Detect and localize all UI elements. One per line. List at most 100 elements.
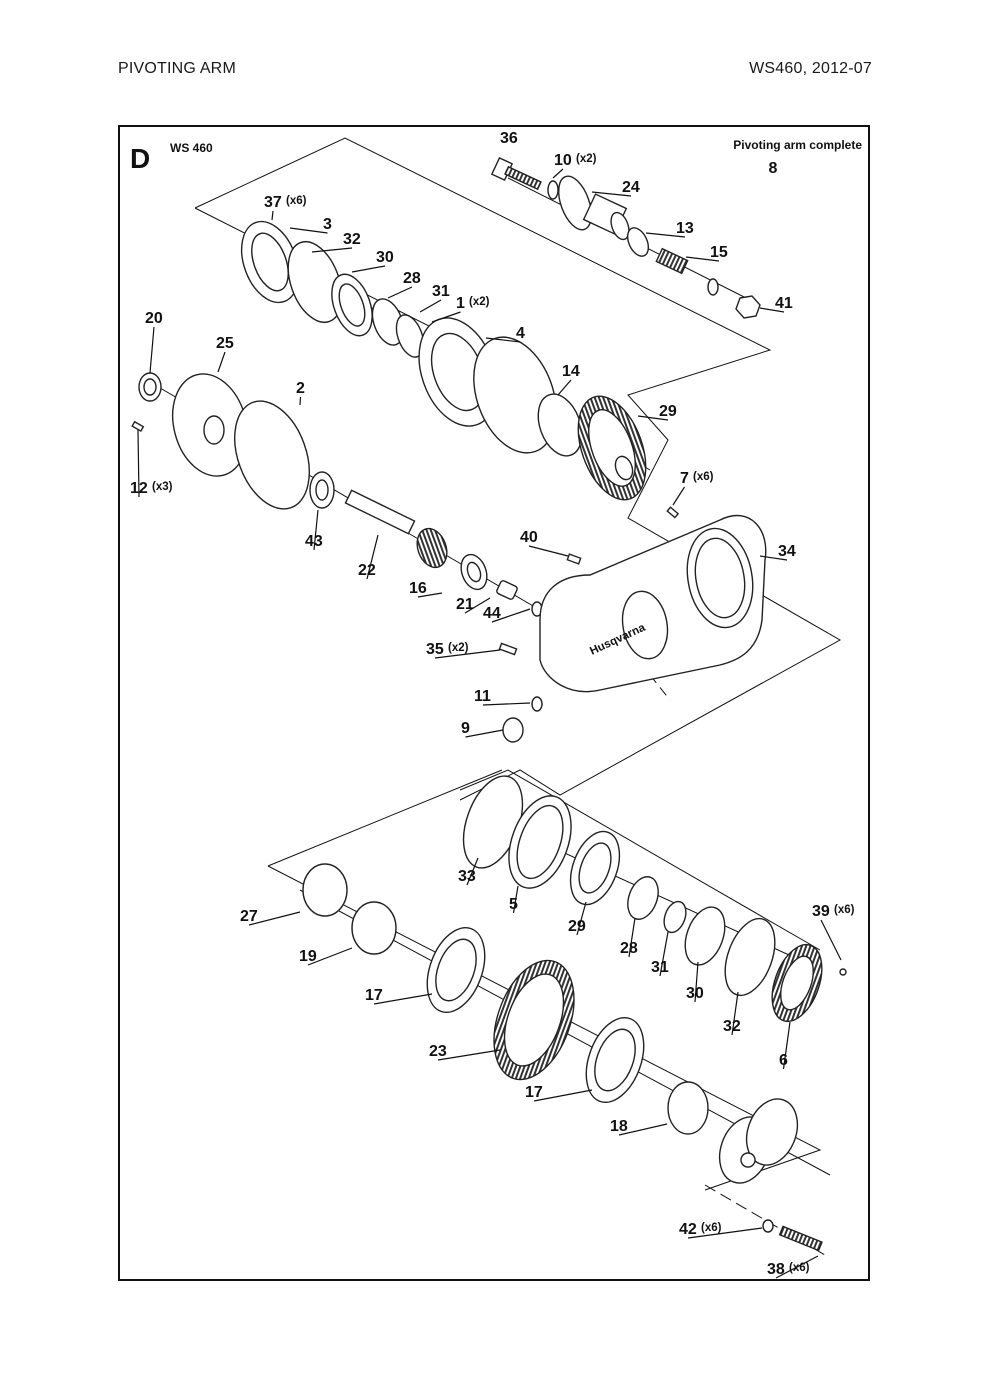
leader-p17b — [533, 1089, 593, 1102]
part-label-p32a: 32 — [343, 231, 361, 248]
leader-p28a — [387, 286, 413, 299]
leader-p5 — [512, 885, 519, 914]
part-label-p31a: 31 — [432, 283, 450, 300]
leader-p21 — [464, 597, 491, 614]
leader-p11 — [482, 702, 531, 706]
part-label-p29b: 29 — [568, 918, 586, 935]
part-label-p33: 33 — [458, 868, 476, 885]
hub-24-drawing — [558, 175, 630, 241]
ring-31b-drawing — [663, 900, 687, 934]
leader-p32a — [311, 247, 353, 253]
screw-7-drawing — [666, 506, 680, 519]
leader-p7 — [672, 486, 686, 506]
leader-p24 — [591, 191, 632, 197]
leader-p39 — [820, 919, 842, 961]
bearing-28b-drawing — [627, 876, 659, 920]
oring-27-drawing — [302, 863, 348, 917]
leader-p31b — [659, 931, 669, 977]
part-qty-p7: (x6) — [693, 471, 714, 483]
leader-p29b — [576, 901, 587, 936]
leader-p35 — [434, 649, 501, 659]
part-label-p22: 22 — [358, 562, 376, 579]
leader-p29a — [637, 415, 669, 421]
part-label-p10: 10 — [554, 152, 572, 169]
part-label-p31b: 31 — [651, 959, 669, 976]
page-header-model-date: WS460, 2012-07 — [749, 60, 872, 77]
leader-p16 — [417, 592, 443, 598]
bolt-36-drawing — [490, 156, 542, 191]
nut-41-drawing — [735, 295, 761, 319]
shaft-22-drawing — [344, 489, 448, 569]
washer-42-drawing — [762, 1219, 774, 1233]
part-drawings: Husqvarna — [131, 156, 847, 1252]
leader-p14 — [557, 379, 572, 396]
leader-p32b — [731, 991, 739, 1036]
leader-p6 — [782, 1021, 791, 1070]
part-label-p27: 27 — [240, 908, 258, 925]
leader-p9 — [465, 729, 504, 738]
leader-p22 — [366, 534, 379, 580]
screw-39-drawing — [839, 968, 847, 976]
leader-p34 — [759, 555, 788, 561]
part-label-p23: 23 — [429, 1043, 447, 1060]
plug-9-drawing — [502, 717, 524, 743]
part-label-p28b: 28 — [620, 940, 638, 957]
gasket-2-drawing — [234, 400, 310, 510]
part-label-p18: 18 — [610, 1118, 628, 1135]
part-label-p17b: 17 — [525, 1084, 543, 1101]
seal-30b-drawing — [684, 906, 726, 966]
assembly-title: Pivoting arm complete — [733, 138, 862, 152]
oring-19-drawing — [351, 901, 397, 955]
part-label-p15: 15 — [710, 244, 728, 261]
leader-p2 — [299, 396, 302, 406]
washer-drawing — [707, 278, 719, 296]
part-label-p35: 35 — [426, 641, 444, 658]
leader-p3 — [289, 227, 328, 234]
leader-p1 — [431, 311, 461, 323]
oring-13-drawing — [626, 227, 650, 257]
part-qty-p38: (x6) — [789, 1262, 810, 1274]
part-label-p14: 14 — [562, 363, 580, 380]
part-label-p28a: 28 — [403, 270, 421, 287]
leader-p41 — [759, 307, 785, 313]
leader-p17a — [373, 993, 433, 1005]
model-label: WS 460 — [170, 141, 213, 155]
bolt-38-drawing — [778, 1225, 823, 1252]
part-qty-p37: (x6) — [286, 195, 307, 207]
leader-p44 — [491, 608, 531, 623]
part-qty-p35: (x2) — [448, 642, 469, 654]
part-label-p7: 7 — [680, 470, 689, 487]
part-label-p44: 44 — [483, 605, 501, 622]
screw-12-drawing — [131, 420, 145, 433]
part-qty-p42: (x6) — [701, 1222, 722, 1234]
part-labels: 3610(x2)2413154137(x6)3323028311(x2)4202… — [130, 130, 855, 1278]
part-label-p21: 21 — [456, 596, 474, 613]
part-label-p37: 37 — [264, 194, 282, 211]
part-label-p17a: 17 — [365, 987, 383, 1004]
part-qty-p39: (x6) — [834, 904, 855, 916]
leader-p13 — [645, 232, 686, 238]
leader-p31a — [419, 299, 442, 313]
section-letter: D — [130, 143, 150, 174]
part-label-p11: 11 — [474, 688, 491, 705]
part-label-p39: 39 — [812, 903, 830, 920]
part-label-p13: 13 — [676, 220, 694, 237]
part-label-p38: 38 — [767, 1261, 785, 1278]
part-label-p34: 34 — [778, 543, 796, 560]
ring-31-drawing — [395, 314, 425, 358]
part-label-p32b: 32 — [723, 1018, 741, 1035]
leader-p28b — [628, 917, 636, 958]
part-label-p5: 5 — [509, 896, 518, 913]
part-label-p43: 43 — [305, 533, 323, 550]
part-label-p20: 20 — [145, 310, 163, 327]
ring-32b-drawing — [724, 917, 776, 997]
leader-p43 — [313, 509, 319, 551]
washer-10-drawing — [547, 180, 559, 200]
part-qty-p1: (x2) — [469, 296, 490, 308]
pin-35-drawing — [498, 642, 518, 656]
leader-p30b — [694, 961, 699, 1003]
leader-lines — [137, 168, 842, 1279]
screw-40-drawing — [566, 553, 582, 565]
part-label-p1: 1 — [456, 295, 465, 312]
